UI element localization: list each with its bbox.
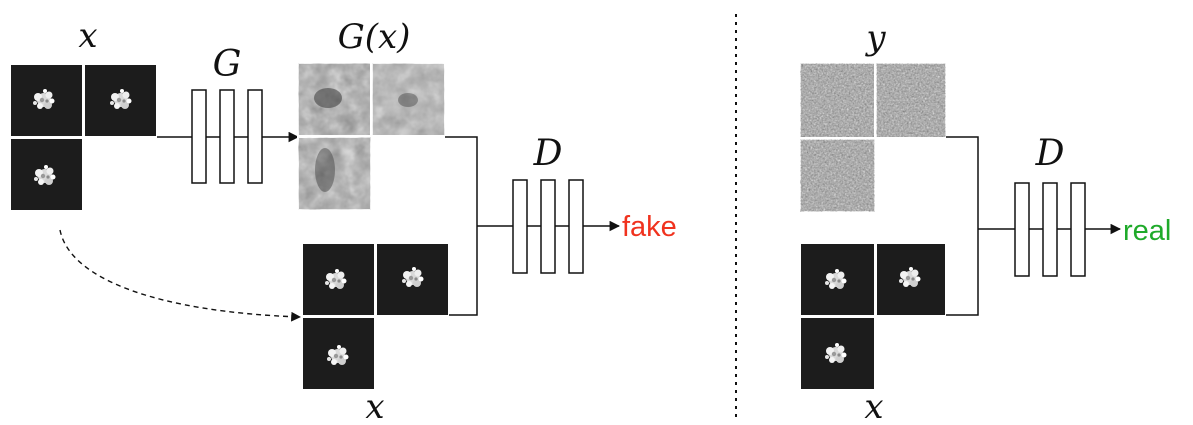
label-x-bottom-right: x [864,387,883,425]
discriminator-network-left [512,179,584,274]
label-gx: G(x) [338,17,411,57]
g-layer-3 [247,89,263,184]
generator-network [191,89,263,184]
g-layer-1 [191,89,207,184]
xr-tile-2 [875,242,947,317]
generated-gx-grid [297,62,446,211]
output-real-label: real [1123,215,1171,247]
label-generator: G [213,44,242,85]
label-x-top-left: x [78,16,97,56]
label-discriminator-right: D [1035,133,1065,174]
dashed-copy-arrow [59,229,301,322]
input-x-grid-right [799,242,947,391]
output-fake-label: fake [622,211,677,243]
g-layer-2 [219,89,235,184]
label-y-top-right: y [864,18,886,58]
label-discriminator-left: D [533,133,563,174]
label-x-bottom-middle: x [365,387,384,425]
target-y-grid [799,62,947,213]
input-x-grid-left [9,63,158,212]
input-x-grid-middle [301,242,450,391]
wire-pair-bracket-right [946,136,979,316]
discriminator-network-right [1014,182,1086,277]
